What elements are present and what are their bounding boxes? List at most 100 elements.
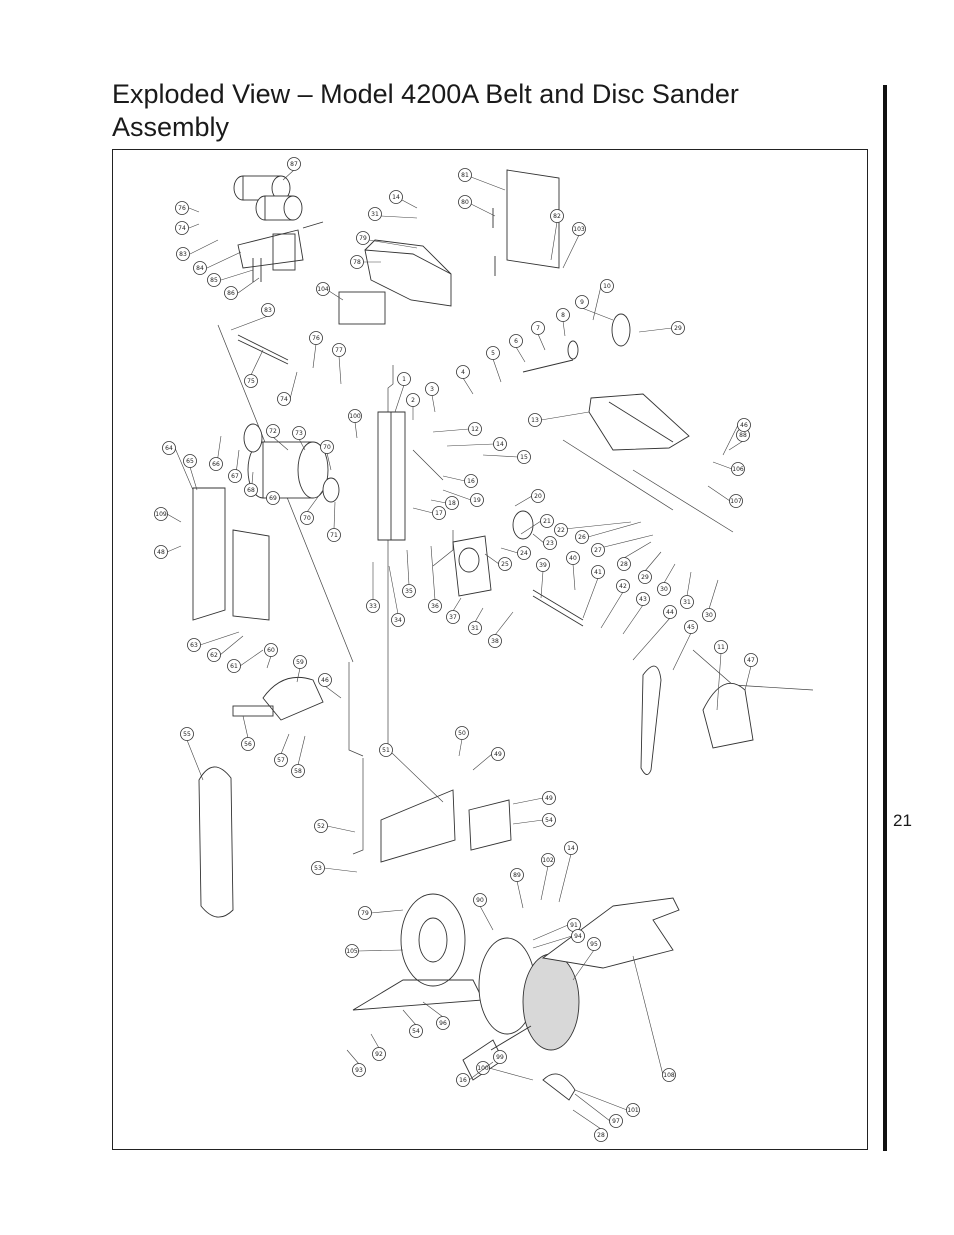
part-callout-3: 3 <box>425 382 439 413</box>
callout-label: 48 <box>157 549 165 556</box>
callout-balloon <box>320 440 334 454</box>
callout-label: 34 <box>394 617 402 624</box>
callout-label: 105 <box>346 948 358 955</box>
callout-balloon <box>671 321 685 335</box>
callout-balloon <box>311 861 325 875</box>
callout-label: 86 <box>227 290 235 297</box>
callout-balloon <box>327 528 341 542</box>
callout-label: 74 <box>280 396 288 403</box>
callout-balloon <box>291 764 305 778</box>
callout-leader-line <box>707 485 731 502</box>
part-callout-16: 16 <box>456 1061 494 1087</box>
callout-balloon <box>241 737 255 751</box>
callout-leader-line <box>479 905 494 931</box>
part-callout-60: 60 <box>264 643 278 669</box>
part-callout-107: 107 <box>707 485 743 508</box>
callout-leader-line <box>540 570 544 599</box>
callout-balloon <box>314 819 328 833</box>
callout-leader-line <box>206 251 242 269</box>
callout-balloon <box>207 648 221 662</box>
callout-label: 27 <box>594 547 602 554</box>
part-callout-73: 73 <box>292 426 306 451</box>
part-callout-29: 29 <box>638 551 662 584</box>
callout-label: 73 <box>295 430 303 437</box>
callout-balloon <box>542 791 556 805</box>
callout-leader-line <box>492 358 502 383</box>
part-callout-54: 54 <box>512 813 556 827</box>
callout-balloon <box>409 1024 423 1038</box>
callout-balloon <box>498 557 512 571</box>
callout-leader-line <box>482 454 519 458</box>
callout-leader-line <box>174 447 194 491</box>
part-callout-97: 97 <box>574 1093 623 1128</box>
part-callout-18: 18 <box>430 496 459 510</box>
part-callout-63: 63 <box>187 631 240 652</box>
callout-leader-line <box>574 1093 611 1122</box>
callout-balloon <box>542 813 556 827</box>
callout-label: 4 <box>461 369 465 376</box>
callout-label: 104 <box>317 286 329 293</box>
callout-label: 55 <box>183 731 191 738</box>
part-callout-48: 48 <box>154 545 182 559</box>
callout-label: 28 <box>597 1132 605 1139</box>
callout-leader-line <box>289 371 298 400</box>
callout-label: 17 <box>435 510 443 517</box>
callout-label: 16 <box>459 1077 467 1084</box>
callout-leader-line <box>515 346 526 363</box>
callout-leader-line <box>663 563 676 584</box>
upright-frame-part <box>377 411 406 541</box>
callout-leader-line <box>446 443 495 447</box>
callout-leader-line <box>488 1067 534 1081</box>
callout-leader-line <box>188 223 200 229</box>
margin-rule <box>883 85 887 1151</box>
callout-balloon <box>470 493 484 507</box>
callout-balloon <box>389 190 403 204</box>
part-callout-92: 92 <box>370 1033 386 1061</box>
part-callout-105: 105 <box>345 944 404 958</box>
exploded-view-drawing: 8776748384858614317978104818082103837574… <box>154 157 814 1142</box>
part-callout-4: 4 <box>456 365 474 395</box>
callout-balloon <box>587 937 601 951</box>
callout-balloon <box>486 346 500 360</box>
callout-balloon <box>617 557 631 571</box>
callout-leader-line <box>712 461 733 470</box>
callout-balloon <box>358 906 372 920</box>
callout-balloon <box>266 491 280 505</box>
callout-leader-line <box>686 571 692 597</box>
callout-label: 51 <box>382 747 390 754</box>
part-callout-79: 79 <box>356 231 418 249</box>
callout-label: 23 <box>546 540 554 547</box>
part-callout-43: 43 <box>622 592 650 635</box>
part-callout-11: 11 <box>714 640 728 711</box>
callout-label: 52 <box>317 823 325 830</box>
part-callout-84: 84 <box>193 251 242 275</box>
part-callout-67: 67 <box>228 449 242 483</box>
part-callout-45: 45 <box>672 620 698 671</box>
part-callout-55: 55 <box>180 727 204 781</box>
callout-balloon <box>274 753 288 767</box>
callout-balloon <box>356 231 370 245</box>
callout-balloon <box>293 655 307 669</box>
callout-leader-line <box>186 739 204 781</box>
callout-label: 106 <box>732 466 744 473</box>
part-callout-81: 81 <box>458 168 506 191</box>
callout-balloon <box>594 1128 608 1142</box>
callout-balloon <box>468 621 482 635</box>
part-callout-36: 36 <box>428 545 442 613</box>
part-callout-109: 109 <box>154 507 182 523</box>
callout-balloon <box>737 418 751 432</box>
callout-leader-line <box>354 421 358 439</box>
callout-label: 36 <box>431 603 439 610</box>
callout-balloon <box>175 201 189 215</box>
callout-balloon <box>662 1068 676 1082</box>
part-callout-59: 59 <box>293 655 307 683</box>
callout-leader-line <box>430 499 447 504</box>
part-callout-86: 86 <box>224 277 260 300</box>
part-callout-87: 87 <box>282 157 301 181</box>
callout-balloon <box>591 543 605 557</box>
part-callout-62: 62 <box>207 635 244 662</box>
callout-balloon <box>458 168 472 182</box>
callout-label: 10 <box>603 283 611 290</box>
callout-label: 46 <box>740 422 748 429</box>
callout-leader-line <box>431 394 436 413</box>
